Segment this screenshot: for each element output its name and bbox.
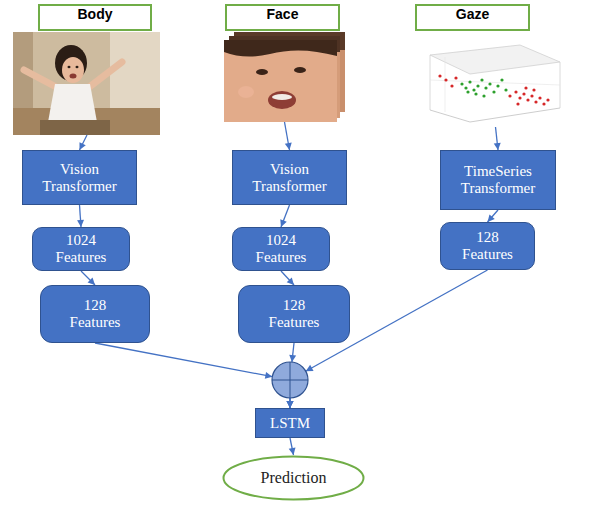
box-label: 1024 Features (245, 232, 317, 266)
arrowhead (280, 219, 287, 227)
connector (285, 122, 292, 150)
arrowhead (289, 355, 296, 362)
box-label: 128 Features (59, 297, 131, 331)
body-photo (13, 32, 160, 135)
output-ellipse: Prediction (222, 455, 365, 501)
process-box: TimeSeries Transformer (440, 150, 556, 210)
connector-line (281, 205, 290, 227)
modality-label: Face (225, 4, 340, 31)
box-label: TimeSeries Transformer (448, 163, 548, 197)
face-photos (224, 32, 345, 122)
process-box: 128 Features (40, 285, 150, 343)
connector (80, 135, 88, 150)
connector (488, 210, 499, 222)
arrowhead (287, 277, 294, 285)
process-box: 1024 Features (232, 227, 330, 271)
connector (77, 205, 84, 227)
sum-circle (272, 362, 308, 398)
connector (81, 271, 95, 285)
connector-line (281, 271, 294, 285)
arrowhead (77, 220, 84, 227)
arrowhead (494, 143, 501, 150)
connector (289, 438, 296, 455)
arrowhead (88, 278, 95, 285)
connector (281, 271, 294, 285)
box-label: 128 Features (258, 297, 330, 331)
arrowhead (287, 401, 294, 408)
box-label: 128 Features (452, 229, 524, 263)
modality-label: Body (38, 4, 152, 31)
modality-panel: Gaze (413, 4, 578, 127)
arrowhead (488, 214, 495, 222)
output-label: Prediction (261, 469, 327, 487)
box-label: Vision Transformer (30, 161, 130, 195)
connector (280, 205, 289, 227)
box-label: 1024 Features (45, 232, 117, 266)
connector (494, 127, 501, 150)
arrowhead (306, 365, 314, 371)
connector (95, 343, 294, 408)
modality-panel: Face (222, 4, 347, 122)
connector-line (81, 271, 95, 285)
arrowhead (285, 142, 292, 150)
gaze-scatter-plot (415, 32, 575, 125)
box-label: Vision Transformer (240, 161, 340, 195)
arrowhead (80, 142, 86, 150)
connector-line (80, 135, 88, 150)
modality-panel: Body (13, 4, 161, 135)
connector-line (488, 210, 499, 222)
process-box: Vision Transformer (232, 150, 347, 205)
arrowhead (265, 372, 273, 379)
box-label: LSTM (270, 415, 310, 432)
arrowhead (287, 401, 294, 408)
arrowhead (287, 401, 294, 408)
arrowhead (289, 447, 296, 455)
process-box: LSTM (255, 408, 325, 438)
process-box: 128 Features (238, 285, 350, 343)
connector-line (95, 343, 272, 377)
process-box: 1024 Features (32, 227, 130, 271)
process-box: 128 Features (440, 222, 535, 270)
modality-label: Gaze (415, 4, 530, 31)
process-box: Vision Transformer (22, 150, 137, 205)
